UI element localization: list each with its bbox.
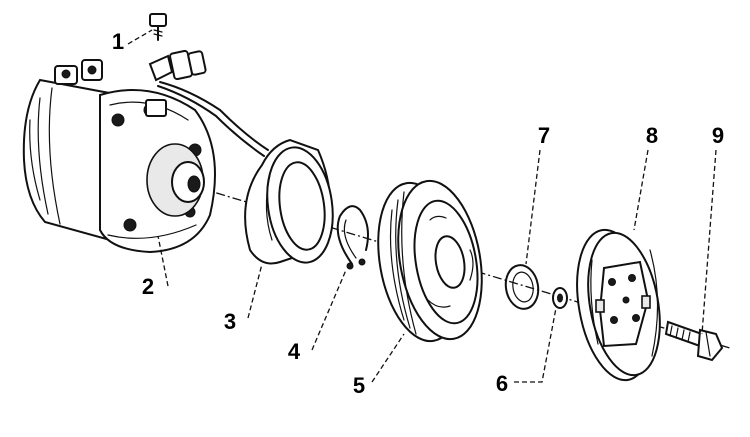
leader-line-5 (371, 333, 405, 383)
field-coil (244, 138, 334, 265)
armature-plate-part-8 (576, 228, 661, 382)
wire-harness-connector (148, 49, 269, 157)
callout-4: 4 (287, 339, 301, 364)
leader-line-9 (701, 149, 717, 335)
callout-5: 5 (352, 373, 366, 398)
callout-9: 9 (711, 123, 725, 148)
callout-2: 2 (141, 274, 155, 299)
compressor-body (22, 59, 216, 254)
callout-8: 8 (645, 123, 659, 148)
callout-6: 6 (495, 371, 509, 396)
shim-ring-part-7 (504, 264, 540, 310)
center-bolt-part-9 (664, 320, 724, 362)
snap-ring-part-4 (336, 205, 369, 270)
leader-line-1 (127, 29, 153, 45)
pulley-part-5 (377, 179, 483, 343)
leader-line-6 (514, 307, 557, 383)
washer-part-6 (552, 287, 568, 309)
bolt-part-1 (149, 13, 167, 41)
leader-line-4 (311, 269, 347, 351)
callout-3: 3 (223, 309, 237, 334)
leader-line-2 (157, 235, 169, 287)
callout-1: 1 (111, 29, 125, 54)
leader-line-7 (525, 149, 541, 265)
callout-7: 7 (537, 123, 551, 148)
leader-line-3 (247, 263, 263, 319)
leader-line-8 (633, 149, 649, 231)
